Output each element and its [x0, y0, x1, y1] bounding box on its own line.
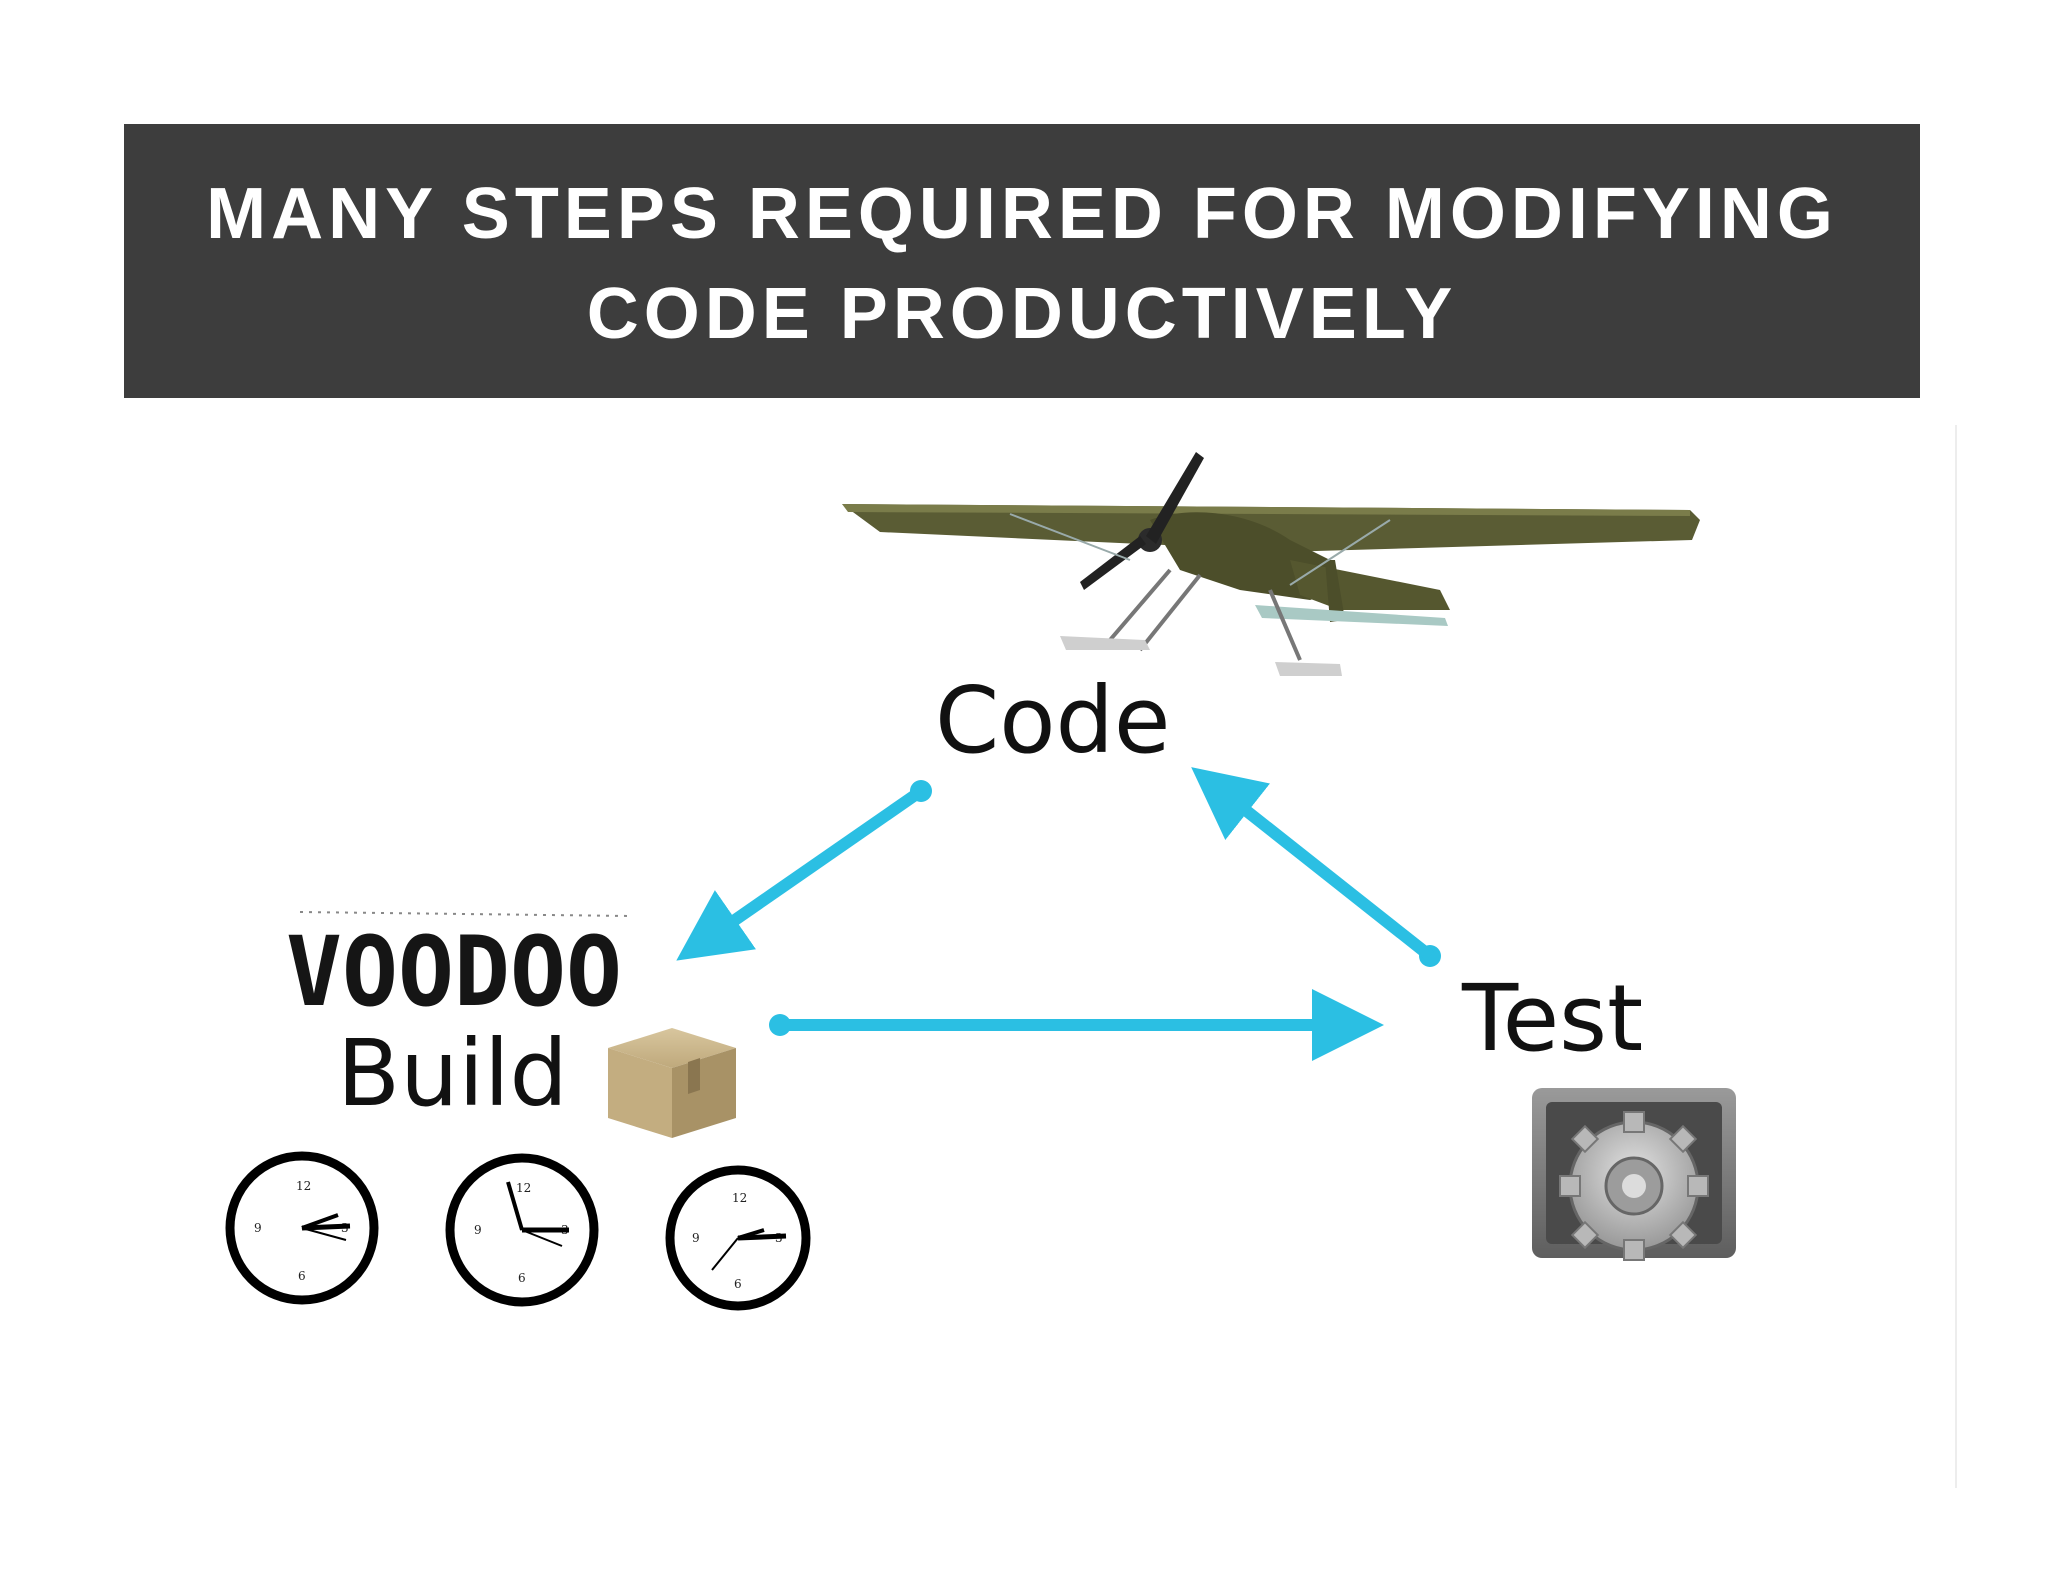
node-label-code: Code — [935, 667, 1171, 774]
edge-build-to-test — [769, 989, 1384, 1061]
clock-icon: 12 3 6 9 — [225, 1151, 379, 1305]
svg-text:12: 12 — [732, 1191, 747, 1205]
box-icon — [608, 1028, 736, 1138]
airplane-icon — [842, 452, 1700, 676]
node-label-build: Build — [337, 1020, 568, 1127]
title-bar: MANY STEPS REQUIRED FOR MODIFYING CODE P… — [124, 124, 1920, 398]
svg-text:6: 6 — [298, 1269, 306, 1283]
svg-text:12: 12 — [296, 1179, 311, 1193]
svg-text:6: 6 — [734, 1277, 742, 1291]
svg-text:9: 9 — [254, 1221, 262, 1235]
svg-text:9: 9 — [692, 1231, 700, 1245]
svg-text:6: 6 — [518, 1271, 526, 1285]
voodoo-grunge — [299, 911, 631, 917]
edge-code-to-build — [676, 780, 932, 961]
svg-text:9: 9 — [474, 1223, 482, 1237]
slide-title: MANY STEPS REQUIRED FOR MODIFYING CODE P… — [206, 174, 1838, 354]
slide-edge-divider — [1955, 425, 1957, 1488]
edge-test-to-code — [1191, 767, 1441, 967]
clock-icon: 12 3 6 9 — [665, 1165, 811, 1311]
node-label-test: Test — [1461, 965, 1643, 1072]
gears-icon — [1532, 1088, 1736, 1261]
svg-text:12: 12 — [516, 1181, 531, 1195]
voodoo-badge: VOODOO — [286, 916, 622, 1028]
clock-icon: 12 3 6 9 — [445, 1153, 599, 1307]
